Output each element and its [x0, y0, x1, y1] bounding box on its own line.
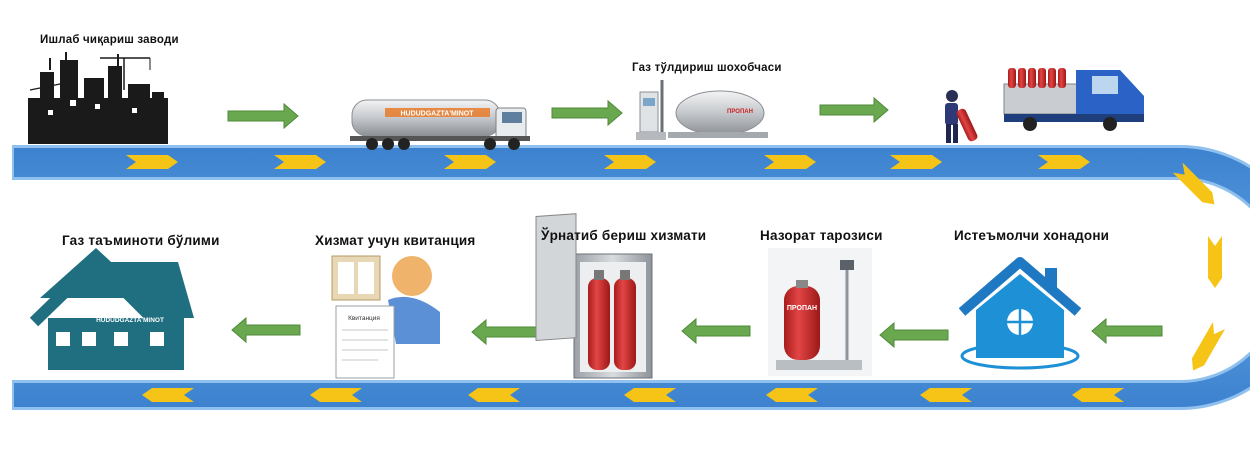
- control-scale-icon: ПРОПАН: [768, 248, 872, 376]
- consumer-home-icon: [958, 257, 1082, 370]
- receipt-icon: Квитанция: [331, 255, 440, 379]
- flow-arrows: [227, 96, 1163, 349]
- flow-arrow: [551, 99, 623, 127]
- flow-arrow: [471, 318, 541, 346]
- flow-chevron: [1072, 388, 1124, 402]
- flow-chevron: [1191, 321, 1226, 371]
- gas-office-icon: HUDUDGAZTA'MINOT: [29, 248, 194, 370]
- flow-arrow: [819, 96, 889, 124]
- flow-chevron: [604, 155, 656, 169]
- label-filling-station: Газ тўлдириш шохобчаси: [632, 62, 782, 74]
- flow-arrow: [231, 316, 301, 344]
- flow-chevron: [468, 388, 520, 402]
- flow-arrow: [1091, 317, 1163, 345]
- flow-chevron: [766, 388, 818, 402]
- label-control-scale: Назорат тарозиси: [760, 228, 883, 243]
- flow-arrow: [879, 321, 949, 349]
- flow-arrow: [681, 317, 751, 345]
- cylinder-delivery-truck-icon: [945, 68, 1144, 143]
- flow-chevron: [1172, 162, 1215, 205]
- label-factory: Ишлаб чиқариш заводи: [40, 34, 179, 46]
- flow-chevron: [890, 155, 942, 169]
- label-installation: Ўрнатиб бериш хизмати: [541, 228, 707, 243]
- flow-chevron: [126, 155, 178, 169]
- flow-chevron: [764, 155, 816, 169]
- tank-label-text: ПРОПАН: [727, 109, 753, 115]
- pipeline-body: [14, 148, 1250, 407]
- flow-chevron: [142, 388, 194, 402]
- scale-cylinder-text: ПРОПАН: [787, 305, 817, 312]
- flow-chevron: [310, 388, 362, 402]
- flow-chevrons: [126, 155, 1226, 402]
- factory-icon: [28, 52, 168, 144]
- label-consumer-home: Истеъмолчи хонадони: [954, 228, 1110, 243]
- flow-chevron: [1208, 236, 1222, 288]
- tanker-truck-icon: HUDUDGAZTA'MINOT: [350, 99, 530, 150]
- flow-chevron: [444, 155, 496, 169]
- installation-cabinet-icon: [535, 213, 653, 379]
- tanker-brand-text: HUDUDGAZTA'MINOT: [400, 111, 474, 118]
- label-receipt: Хизмат учун квитанция: [315, 233, 476, 248]
- flow-chevron: [624, 388, 676, 402]
- flow-chevron: [1038, 155, 1090, 169]
- label-gas-office: Газ таъминоти бўлими: [62, 233, 220, 248]
- flow-chevron: [274, 155, 326, 169]
- flow-arrow: [227, 102, 299, 130]
- pipeline: [12, 145, 1250, 410]
- office-sign-text: HUDUDGAZTA'MINOT: [96, 317, 164, 324]
- receipt-heading-text: Квитанция: [348, 315, 380, 322]
- flow-chevron: [920, 388, 972, 402]
- gas-filling-station-icon: ПРОПАН: [636, 80, 768, 140]
